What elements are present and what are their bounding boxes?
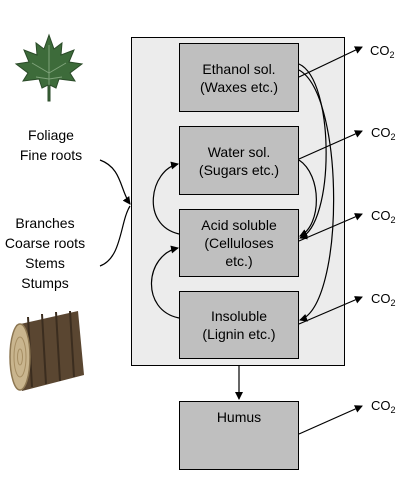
arrow-acid-to-water xyxy=(152,161,180,235)
pool-acid-soluble: Acid soluble (Celluloses etc.) xyxy=(179,209,299,277)
arrow-co2-acid xyxy=(298,213,363,242)
co2-label-water: CO2 xyxy=(371,125,396,143)
pool-insoluble: Insoluble (Lignin etc.) xyxy=(179,291,299,359)
co2-label-humus: CO2 xyxy=(371,398,396,416)
arrow-foliage-input xyxy=(99,159,131,205)
co2-label-insoluble: CO2 xyxy=(371,291,396,309)
pool-ethanol-soluble: Ethanol sol. (Waxes etc.) xyxy=(179,43,299,112)
arrow-ethanol-to-insoluble xyxy=(298,69,335,322)
wood-log-icon xyxy=(9,310,84,391)
arrow-co2-humus xyxy=(298,405,363,435)
arrow-woody-input xyxy=(99,205,131,267)
arrow-co2-insoluble xyxy=(298,296,363,325)
co2-label-ethanol: CO2 xyxy=(370,43,395,61)
source-woody-label: Branches Coarse roots Stems Stumps xyxy=(4,215,86,291)
pool-humus: Humus xyxy=(179,401,299,470)
pool-water-soluble: Water sol. (Sugars etc.) xyxy=(179,126,299,195)
arrow-co2-ethanol xyxy=(298,46,363,78)
maple-leaf-icon xyxy=(14,33,84,102)
source-foliage-label: Foliage Fine roots xyxy=(19,127,83,163)
arrow-ethanol-to-acid xyxy=(298,63,327,240)
arrow-insoluble-to-acid xyxy=(150,245,180,319)
arrow-water-to-acid xyxy=(298,159,317,237)
co2-label-acid: CO2 xyxy=(371,208,396,226)
